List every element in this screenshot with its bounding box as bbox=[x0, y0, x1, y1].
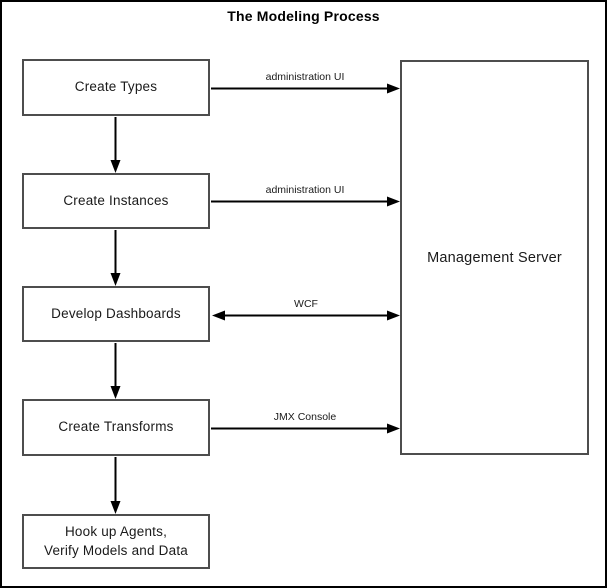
flow-arrow-types-to-instances bbox=[110, 117, 121, 173]
connector-arrow-administration-ui-2 bbox=[211, 196, 400, 207]
server-label: Management Server bbox=[427, 249, 562, 266]
flow-arrow-instances-to-dashboards bbox=[110, 230, 121, 286]
connector-arrow-wcf-bidirectional bbox=[212, 310, 400, 321]
connector-label-jmx-console: JMX Console bbox=[273, 411, 337, 423]
connector-label-administration-ui-2: administration UI bbox=[265, 184, 345, 196]
step-box-create-transforms: Create Transforms bbox=[22, 399, 210, 456]
connector-label-wcf: WCF bbox=[294, 298, 318, 310]
step-label: Develop Dashboards bbox=[51, 305, 181, 321]
step-box-create-types: Create Types bbox=[22, 59, 210, 116]
step-label: Hook up Agents, Verify Models and Data bbox=[44, 524, 188, 558]
step-box-hook-up-agents: Hook up Agents, Verify Models and Data bbox=[22, 514, 210, 569]
step-label: Create Transforms bbox=[58, 419, 174, 435]
step-box-develop-dashboards: Develop Dashboards bbox=[22, 286, 210, 342]
step-box-create-instances: Create Instances bbox=[22, 173, 210, 229]
step-label: Create Types bbox=[74, 79, 158, 95]
connector-label-administration-ui-1: administration UI bbox=[265, 71, 345, 83]
connector-arrow-administration-ui-1 bbox=[211, 83, 400, 94]
flow-arrow-transforms-to-agents bbox=[110, 457, 121, 514]
flow-arrow-dashboards-to-transforms bbox=[110, 343, 121, 399]
diagram-title: The Modeling Process bbox=[227, 8, 380, 24]
step-label: Create Instances bbox=[63, 192, 169, 208]
management-server-box: Management Server bbox=[400, 60, 589, 455]
connector-arrow-jmx-console bbox=[211, 423, 400, 434]
